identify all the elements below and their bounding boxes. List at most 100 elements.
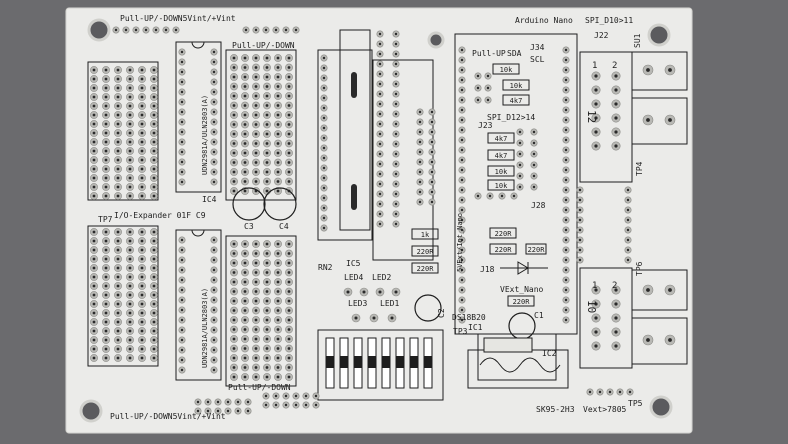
- pad-hole: [243, 356, 247, 360]
- pad-hole: [152, 311, 156, 315]
- pad-hole: [104, 185, 108, 189]
- pad-hole: [243, 318, 247, 322]
- label-conn-12: 12: [585, 110, 598, 123]
- pad-hole: [378, 172, 382, 176]
- pad-hole: [212, 328, 216, 332]
- resistor-values: 10k 10k 4k7 4k7 4k7 10k 10k 1k 220R 220R…: [411, 63, 547, 307]
- pad-hole: [104, 248, 108, 252]
- label-spi-d12: SPI_D12>14: [487, 113, 535, 122]
- pad-hole: [104, 284, 108, 288]
- pad-hole: [460, 78, 464, 82]
- pad-hole: [104, 257, 108, 261]
- pad-hole: [564, 248, 568, 252]
- pad-hole: [128, 347, 132, 351]
- pad-hole: [265, 151, 269, 155]
- pad-hole: [104, 86, 108, 90]
- pad-hole: [232, 151, 236, 155]
- pad-hole: [322, 66, 326, 70]
- pad-hole: [243, 337, 247, 341]
- pad-hole: [174, 28, 178, 32]
- pad-hole: [460, 88, 464, 92]
- res-r5: 220R: [495, 246, 513, 254]
- pad-hole: [180, 348, 184, 352]
- pad-hole: [180, 248, 184, 252]
- pad-hole: [287, 280, 291, 284]
- pad-hole: [180, 268, 184, 272]
- pad-hole: [212, 70, 216, 74]
- pad-hole: [294, 394, 298, 398]
- pad-hole: [92, 230, 96, 234]
- pad-hole: [152, 176, 156, 180]
- pad-hole: [232, 328, 236, 331]
- pad-hole: [276, 252, 280, 255]
- pad-hole: [128, 185, 132, 189]
- pad-hole: [287, 161, 291, 164]
- pad-hole: [460, 198, 464, 202]
- array-resistor-band: [354, 356, 362, 368]
- pad-hole: [276, 132, 280, 136]
- pad-hole: [128, 131, 132, 135]
- pad-hole: [418, 140, 422, 144]
- pad-hole: [140, 140, 144, 144]
- pad-hole: [180, 238, 184, 242]
- pad-hole: [322, 96, 326, 100]
- pad-hole: [128, 158, 132, 162]
- pad-hole: [232, 66, 236, 69]
- pad-hole: [564, 238, 568, 242]
- pad-hole: [460, 248, 464, 252]
- pad-hole: [140, 347, 144, 351]
- pad-hole: [243, 261, 247, 265]
- pad-hole: [254, 180, 258, 183]
- mount-hole-bl: [79, 399, 103, 423]
- pad-hole: [212, 90, 216, 94]
- pad-hole: [460, 98, 464, 102]
- pad-hole: [232, 347, 236, 350]
- pad-hole: [212, 288, 216, 292]
- pad-hole: [92, 329, 96, 333]
- pad-hole: [92, 176, 96, 180]
- pad-hole: [254, 142, 258, 145]
- pad-hole: [668, 288, 672, 292]
- pad-hole: [128, 104, 132, 108]
- pad-hole: [378, 182, 382, 186]
- pad-hole: [594, 102, 598, 106]
- pad-hole: [254, 252, 258, 255]
- pad-hole: [254, 28, 258, 32]
- pad-hole: [304, 403, 308, 407]
- pad-hole: [564, 128, 568, 132]
- pad-hole: [265, 132, 269, 136]
- pad-hole: [180, 150, 184, 154]
- pad-hole: [152, 284, 156, 288]
- pad-hole: [394, 42, 398, 46]
- pad-hole: [92, 311, 96, 315]
- pad-hole: [284, 394, 288, 398]
- pad-hole: [394, 222, 398, 226]
- pad-hole: [418, 160, 422, 164]
- pad-hole: [232, 290, 236, 293]
- pad-hole: [164, 28, 168, 32]
- pad-hole: [460, 188, 464, 192]
- pad-hole: [460, 138, 464, 142]
- pad-hole: [152, 185, 156, 189]
- pad-hole: [92, 149, 96, 153]
- pad-hole: [430, 120, 434, 124]
- label-pullup-i2c: Pull-UP: [472, 49, 506, 58]
- res-r1: 1k: [421, 231, 430, 239]
- array-resistor-band: [410, 356, 418, 368]
- pad-hole: [532, 130, 536, 134]
- pad-hole: [104, 140, 108, 144]
- pad-hole: [287, 328, 291, 331]
- pad-hole: [232, 85, 236, 88]
- pad-hole: [486, 74, 490, 78]
- pad-hole: [124, 28, 128, 32]
- pad-hole: [92, 266, 96, 270]
- pad-hole: [104, 68, 108, 72]
- label-sk: SK95-2H3: [536, 405, 575, 414]
- pad-hole: [116, 158, 120, 162]
- pad-hole: [232, 94, 236, 98]
- pad-hole: [152, 167, 156, 171]
- pad-hole: [287, 375, 291, 379]
- pad-hole: [532, 141, 536, 145]
- pad-hole: [104, 311, 108, 315]
- pad-hole: [254, 366, 258, 369]
